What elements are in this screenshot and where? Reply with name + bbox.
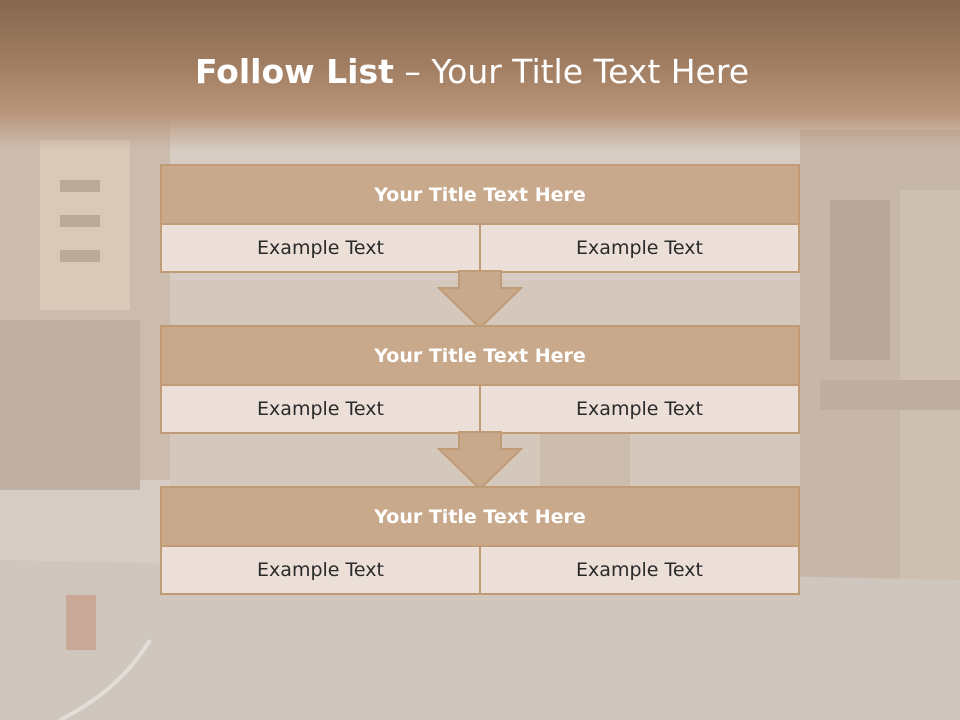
step-title-2: Your Title Text Here — [162, 327, 798, 386]
step-2-right-text: Example Text — [479, 386, 798, 432]
step-1-right-text: Example Text — [479, 225, 798, 271]
slide-title: Follow List – Your Title Text Here — [0, 52, 944, 91]
step-title-1: Your Title Text Here — [162, 166, 798, 225]
step-1-left-text: Example Text — [162, 225, 479, 271]
slide-title-bold: Follow List — [194, 52, 394, 91]
step-title-3: Your Title Text Here — [162, 488, 798, 547]
step-row-3: Example Text Example Text — [162, 547, 798, 593]
header-band — [0, 0, 960, 150]
down-arrow-icon — [437, 270, 523, 330]
step-box-1: Your Title Text Here Example Text Exampl… — [160, 164, 800, 273]
step-2-left-text: Example Text — [162, 386, 479, 432]
step-row-2: Example Text Example Text — [162, 386, 798, 432]
step-3-right-text: Example Text — [479, 547, 798, 593]
down-arrow-icon — [437, 431, 523, 491]
slide-title-rest: – Your Title Text Here — [404, 52, 750, 91]
step-box-3: Your Title Text Here Example Text Exampl… — [160, 486, 800, 595]
step-box-2: Your Title Text Here Example Text Exampl… — [160, 325, 800, 434]
step-3-left-text: Example Text — [162, 547, 479, 593]
step-row-1: Example Text Example Text — [162, 225, 798, 271]
